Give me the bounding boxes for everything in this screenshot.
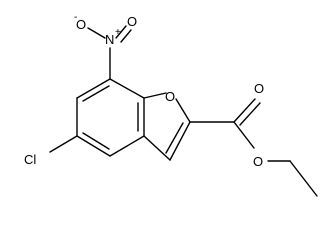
bond-n-odouble-1	[115, 25, 127, 39]
bond-c3-c3a	[143, 135, 171, 161]
bond-c5-cl	[49, 135, 78, 153]
bond-c3a-c4	[109, 135, 145, 157]
bond-c6-c7	[76, 78, 111, 99]
atom-cl: Cl	[24, 152, 36, 167]
atom-o-carbonyl: O	[254, 81, 264, 96]
bond-n-ominus	[87, 27, 106, 39]
atom-n-nitro: N	[105, 32, 114, 47]
bond-carbonyl-2	[239, 102, 261, 126]
bond-carbonyl-1	[233, 98, 256, 123]
bond-c6-c7-inner	[82, 85, 110, 102]
bond-ch2-ch3	[289, 160, 318, 197]
atom-o-nitro-double: O	[127, 14, 137, 29]
bond-c7a-o1	[143, 92, 167, 99]
bond-c4-c5-inner	[82, 132, 110, 150]
atom-o-ester: O	[253, 154, 263, 169]
charge-o-minus: -	[74, 12, 77, 23]
molecule-structure: Cl O O O N + O - O	[24, 12, 318, 197]
bond-c7-c7a	[109, 78, 145, 99]
bond-c-oester	[233, 121, 255, 149]
bond-c4-c5	[76, 135, 111, 157]
bond-c2-c3	[169, 121, 191, 161]
bond-o1-c2	[175, 98, 191, 123]
bond-n-odouble-2	[120, 29, 132, 43]
atom-o-furan: O	[165, 89, 175, 104]
charge-n-plus: +	[115, 27, 121, 38]
atom-o-nitro-minus: O	[76, 17, 86, 32]
bond-c2-c3-inner	[165, 122, 184, 154]
